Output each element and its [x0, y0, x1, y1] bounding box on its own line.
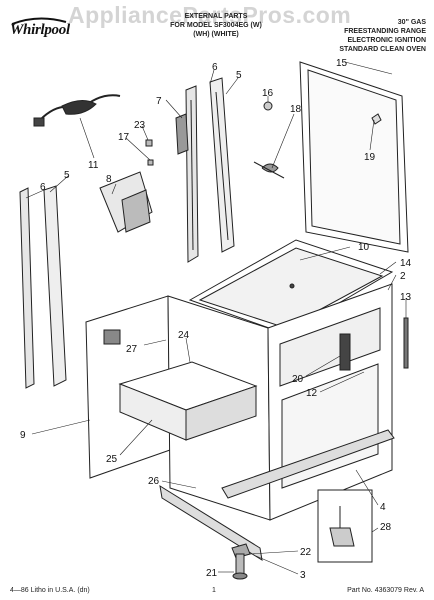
upper-side-brackets	[175, 77, 235, 263]
callout-5-upper: 5	[236, 70, 242, 81]
spec-line-4: STANDARD CLEAN OVEN	[339, 46, 426, 53]
spec-line-3: ELECTRONIC IGNITION	[347, 37, 426, 44]
leveling-leg	[232, 553, 248, 580]
brand-swoosh-icon	[11, 17, 67, 25]
callout-6-upper: 6	[212, 62, 218, 73]
brand-wordmark: Whirlpool	[10, 22, 70, 38]
page-title: EXTERNAL PARTS	[184, 13, 248, 20]
callout-10: 10	[358, 242, 370, 253]
header-title-block: EXTERNAL PARTS FOR MODEL SF3004EG (W) (W…	[146, 12, 286, 39]
ignition-module	[99, 171, 153, 233]
callout-3: 3	[300, 570, 306, 581]
callout-4: 4	[380, 502, 386, 513]
callout-24: 24	[178, 330, 190, 341]
callout-11: 11	[88, 160, 99, 171]
callout-numbers: 15 7 6 5 16 18 23 17 8 11 19 6 5 10 14 2…	[20, 58, 412, 581]
callout-8: 8	[106, 174, 112, 185]
product-spec-block: 30" GAS FREESTANDING RANGE ELECTRONIC IG…	[296, 18, 426, 54]
footer-litho: 4—86 Litho in U.S.A. (dn)	[10, 587, 90, 594]
small-hardware-parts	[145, 101, 285, 179]
right-leg-rail	[403, 317, 409, 369]
callout-6-lower: 6	[40, 182, 46, 193]
footer-part-number: Part No. 4363079 Rev. A	[347, 587, 424, 594]
callout-16: 16	[262, 88, 274, 99]
lower-side-brackets	[19, 185, 67, 389]
callout-12: 12	[306, 388, 318, 399]
callout-2: 2	[400, 271, 406, 282]
callout-17: 17	[118, 132, 130, 143]
callout-5-lower: 5	[64, 170, 70, 181]
model-line-2: (WH) (WHITE)	[193, 31, 239, 38]
footer-page-number: 1	[212, 587, 216, 594]
callout-23: 23	[134, 120, 146, 131]
brand-logo: Whirlpool	[8, 16, 70, 44]
callout-9: 9	[20, 430, 26, 441]
storage-drawer	[118, 361, 258, 441]
callout-15: 15	[336, 58, 348, 69]
callout-18: 18	[290, 104, 302, 115]
callout-13: 13	[400, 292, 412, 303]
anti-tip-bracket-inset	[317, 489, 373, 563]
callout-14: 14	[400, 258, 412, 269]
callout-25: 25	[106, 454, 118, 465]
spec-line-1: 30" GAS	[397, 19, 426, 26]
model-line-1: FOR MODEL SF3004EG (W)	[170, 22, 262, 29]
spec-line-2: FREESTANDING RANGE	[344, 28, 426, 35]
callout-26: 26	[148, 476, 160, 487]
base-frame	[159, 429, 395, 562]
callout-7: 7	[156, 96, 162, 107]
callout-19: 19	[364, 152, 376, 163]
watermark: AppliancePartsPros.com	[68, 2, 352, 28]
callout-20: 20	[292, 374, 304, 385]
callout-21: 21	[206, 568, 218, 579]
callout-28: 28	[380, 522, 392, 533]
cooktop-frame	[188, 239, 394, 335]
callout-leader-lines	[25, 61, 407, 575]
callout-27: 27	[126, 344, 138, 355]
rear-panel	[299, 61, 409, 253]
power-cord	[33, 94, 121, 127]
callout-22: 22	[300, 547, 312, 558]
